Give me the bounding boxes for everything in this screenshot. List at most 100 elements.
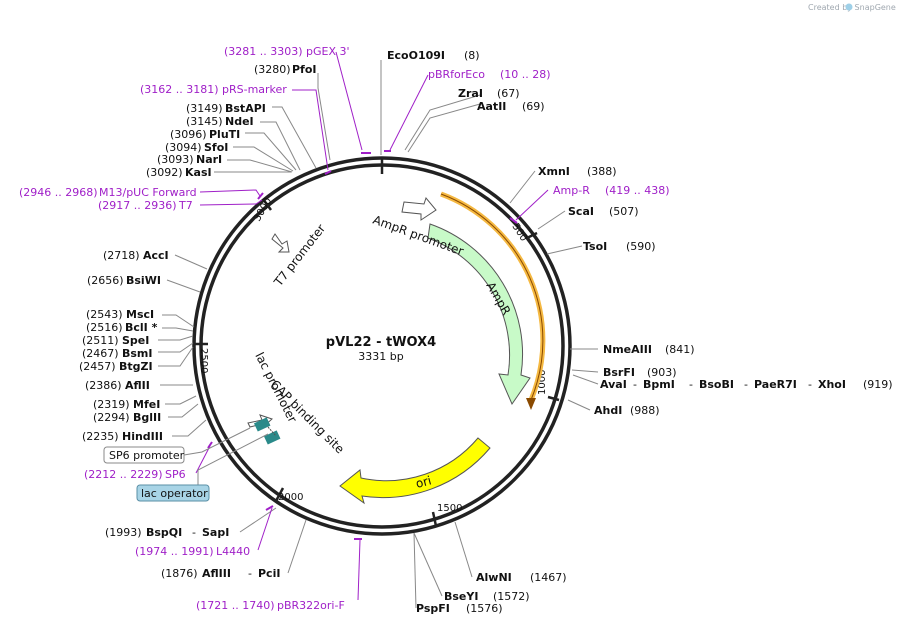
site-alwni[interactable]: AlwNI (1467) [476, 571, 567, 584]
primer-pgex3[interactable]: (3281 .. 3303) pGEX 3' [224, 45, 350, 58]
site-name: KasI [185, 166, 212, 179]
feature-label-cap-binding-site: CAP binding site [268, 377, 347, 456]
primer-name: T7 [178, 199, 193, 212]
site-bcli[interactable]: (2516) BclI * [86, 321, 158, 334]
site-bstapi[interactable]: (3149) BstAPI [186, 102, 266, 115]
box-label: lac operator [141, 487, 208, 500]
lac-operator-box[interactable]: lac operator [136, 484, 210, 502]
site-position: (3096) [170, 128, 207, 141]
site-position: (2294) [93, 411, 130, 424]
primer-amp-r[interactable]: Amp-R (419 .. 438) [553, 184, 670, 197]
site-name: PluTI [209, 128, 240, 141]
site-spei[interactable]: (2511) SpeI [82, 334, 149, 347]
site-name: AflIII [202, 567, 231, 580]
primer-name: pBRforEco [428, 68, 485, 81]
site-name: AccI [143, 249, 169, 262]
amp-r-primer-arrow [440, 191, 546, 410]
primer-pbr322ori-f[interactable]: (1721 .. 1740) pBR322ori-F [196, 599, 345, 612]
site-position: (919) [863, 378, 893, 391]
site-position: (3145) [186, 115, 223, 128]
box-label: SP6 promoter [109, 449, 185, 462]
site-position: (507) [609, 205, 639, 218]
feature-label-ori: ori [414, 473, 433, 491]
primer-t7[interactable]: (2917 .. 2936) T7 [98, 199, 193, 212]
site-msci[interactable]: (2543) MscI [86, 308, 154, 321]
site-ecoo109i[interactable]: EcoO109I (8) [387, 49, 480, 62]
site-name: BglII [133, 411, 161, 424]
primer-range: (1974 .. 1991) [135, 545, 214, 558]
site-name: AvaI [600, 378, 627, 391]
site-position: (2386) [85, 379, 122, 392]
site-zrai[interactable]: ZraI (67) [458, 87, 520, 100]
site-bseyi[interactable]: BseYI (1572) [444, 590, 530, 603]
primer-marks [207, 150, 518, 540]
site-name: SfoI [204, 141, 228, 154]
site-mfei[interactable]: (2319) MfeI [93, 398, 160, 411]
primer-l4440[interactable]: (1974 .. 1991) L4440 [135, 545, 250, 558]
site-name: BstAPI [225, 102, 266, 115]
site-sfoi[interactable]: (3094) SfoI [165, 141, 228, 154]
site-position: (2235) [82, 430, 119, 443]
site-position: (2656) [87, 274, 124, 287]
site-name: BsrFI [603, 366, 635, 379]
site-pspfi[interactable]: PspFI (1576) [416, 602, 503, 615]
site-name: BspQI [146, 526, 182, 539]
site-acci[interactable]: (2718) AccI [103, 249, 169, 262]
site-bsrfi[interactable]: BsrFI (903) [603, 366, 677, 379]
ampr-feature[interactable] [427, 223, 531, 406]
site-btgzi[interactable]: (2457) BtgZI [79, 360, 153, 373]
t7-promoter-feature[interactable] [271, 233, 290, 253]
site-afliii-pcii[interactable]: (1876) AflIII - PciI [161, 567, 280, 580]
site-name: BsoBI [699, 378, 734, 391]
site-bspqi-sapi[interactable]: (1993) BspQI - SapI [105, 526, 229, 539]
site-kasi[interactable]: (3092) KasI [146, 166, 212, 179]
box-leader-lines [183, 427, 269, 491]
site-name: PaeR7I [754, 378, 797, 391]
site-group-919[interactable]: AvaI - BpmI - BsoBI - PaeR7I - XhoI (919… [600, 378, 893, 391]
primer-name: pBR322ori-F [277, 599, 345, 612]
site-separator: - [808, 378, 812, 391]
site-name: SapI [202, 526, 229, 539]
site-ahdi[interactable]: AhdI (988) [594, 404, 660, 417]
site-pluti[interactable]: (3096) PluTI [170, 128, 240, 141]
primer-name: Amp-R [553, 184, 590, 197]
site-bglii[interactable]: (2294) BglII [93, 411, 161, 424]
tick-label-2000: 2000 [278, 492, 303, 503]
site-nari[interactable]: (3093) NarI [157, 153, 222, 166]
site-aatii[interactable]: AatII (69) [477, 100, 545, 113]
primer-range: (2946 .. 2968) [19, 186, 98, 199]
site-ndei[interactable]: (3145) NdeI [186, 115, 254, 128]
cap-binding-site-feature[interactable] [253, 417, 281, 445]
primer-prs-marker[interactable]: (3162 .. 3181) pRS-marker [140, 83, 287, 96]
site-bsmi[interactable]: (2467) BsmI [82, 347, 153, 360]
sp6-promoter-box[interactable]: SP6 promoter [103, 446, 185, 464]
primer-range: (2917 .. 2936) [98, 199, 177, 212]
site-name: NdeI [225, 115, 254, 128]
tick-label-1000: 1000 [537, 370, 548, 395]
site-position: (2467) [82, 347, 119, 360]
site-bsiwi[interactable]: (2656) BsiWI [87, 274, 161, 287]
site-hindiii[interactable]: (2235) HindIII [82, 430, 163, 443]
primer-name: pRS-marker [222, 83, 287, 96]
site-position: (388) [587, 165, 617, 178]
site-name: PfoI [292, 63, 317, 76]
site-position: (2718) [103, 249, 140, 262]
primer-name: SP6 [165, 468, 186, 481]
site-pfoi[interactable]: (3280) PfoI [254, 63, 317, 76]
site-nmeaiii[interactable]: NmeAIII (841) [603, 343, 695, 356]
primer-range: (10 .. 28) [500, 68, 551, 81]
ampr-promoter-feature[interactable] [401, 196, 437, 221]
site-separator: - [192, 526, 196, 539]
site-scai[interactable]: ScaI (507) [568, 205, 639, 218]
site-xmni[interactable]: XmnI (388) [538, 165, 617, 178]
primer-m13-puc-forward[interactable]: (2946 .. 2968) M13/pUC Forward [19, 186, 197, 199]
site-name: BseYI [444, 590, 478, 603]
site-position: (3149) [186, 102, 223, 115]
primer-pbrforeco[interactable]: pBRforEco (10 .. 28) [428, 68, 551, 81]
ori-feature[interactable] [339, 437, 491, 505]
primer-sp6[interactable]: (2212 .. 2229) SP6 [84, 468, 186, 481]
site-aflii[interactable]: (2386) AflII [85, 379, 150, 392]
site-tsoi[interactable]: TsoI (590) [583, 240, 656, 253]
site-separator: - [633, 378, 637, 391]
site-name: BpmI [643, 378, 675, 391]
